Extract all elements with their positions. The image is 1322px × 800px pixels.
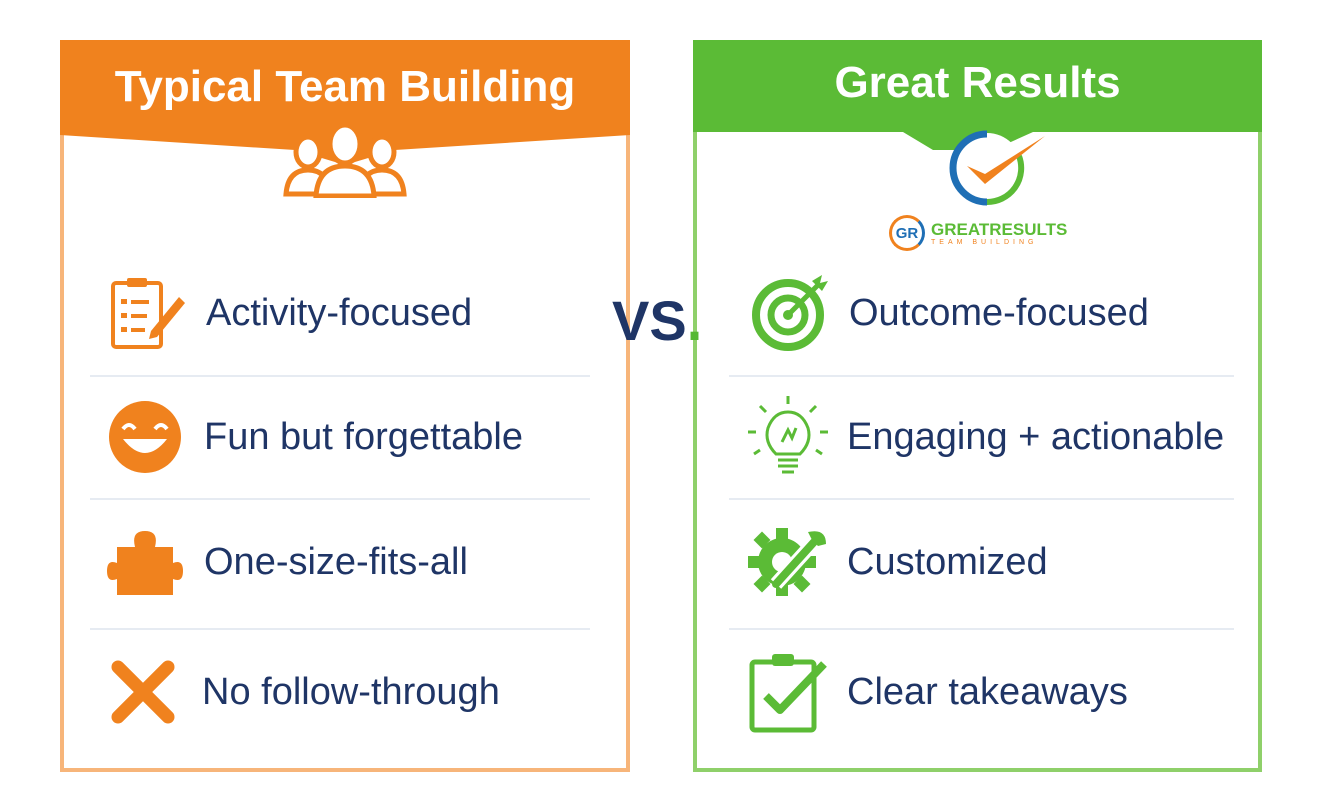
checkmark-logo-icon [949,130,1045,206]
divider [90,628,590,630]
right-header-banner [693,40,1262,150]
x-icon [98,647,188,737]
right-title: Great Results [834,58,1121,107]
item-label: Engaging + actionable [847,415,1225,458]
divider [729,628,1234,630]
logo-subtitle: TEAM BUILDING [931,238,1038,246]
left-header-banner [60,40,630,165]
lightbulb-icon [743,392,833,482]
gear-wrench-icon [743,517,833,607]
list-item: No follow-through [64,630,626,754]
vs-label: VS. [612,288,702,353]
item-label: Outcome-focused [849,291,1149,334]
item-label: Activity-focused [206,291,473,334]
clipboard-check-icon [743,647,833,737]
left-title: Typical Team Building [114,62,576,111]
divider [90,498,590,500]
logo-mark: GR [889,215,925,251]
list-item: Clear takeaways [697,630,1258,754]
target-icon [745,268,835,358]
list-item: Engaging + actionable [697,375,1258,499]
item-label: One-size-fits-all [204,540,468,583]
list-item: Outcome-focused [697,251,1258,375]
item-label: No follow-through [202,670,500,713]
item-label: Clear takeaways [847,670,1128,713]
vs-dot: . [686,289,703,352]
divider [90,375,590,377]
list-item: Fun but forgettable [64,375,626,499]
item-label: Customized [847,540,1048,583]
divider [729,375,1234,377]
logo-name: GREATRESULTS [931,219,1068,239]
typical-team-building-panel: Typical Team Building Activity-focused F… [60,40,630,772]
list-item: Activity-focused [64,251,626,375]
puzzle-icon [100,517,190,607]
checklist-icon [102,268,192,358]
great-results-logo: GR GREATRESULTS TEAM BUILDING [889,215,1067,251]
smiley-icon [100,392,190,482]
item-label: Fun but forgettable [204,415,523,458]
team-icon [283,122,407,198]
great-results-panel: Great Results GR GREATRESULTS TEAM BUILD… [693,40,1262,772]
list-item: Customized [697,500,1258,624]
vs-text: VS [612,289,687,352]
list-item: One-size-fits-all [64,500,626,624]
divider [729,498,1234,500]
